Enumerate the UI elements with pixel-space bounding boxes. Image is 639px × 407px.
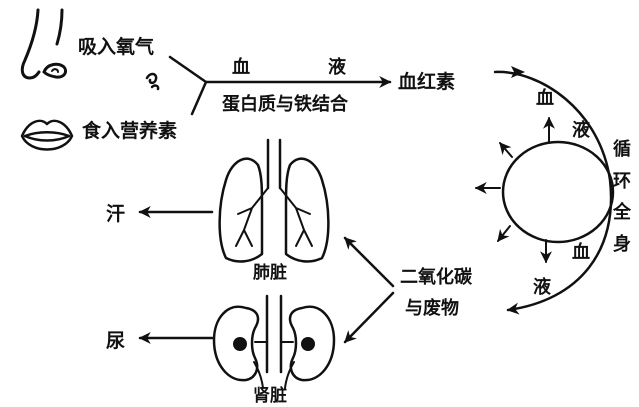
ureters (254, 362, 294, 388)
left-renal-pelvis (233, 337, 247, 351)
hemoglobin-label: 血红素 (398, 70, 455, 93)
circulation-loop (503, 142, 613, 242)
nose-icon (22, 10, 65, 78)
arc-label-blood-bottom: 血 (572, 241, 590, 263)
loop-arrow-upper-left (500, 143, 512, 157)
inhale-oxygen-label: 吸入氧气 (78, 35, 154, 58)
nutrient-connector-line (192, 82, 206, 114)
main-arrow-label-fluid: 液 (328, 56, 347, 78)
left-lung (220, 159, 262, 262)
vertical-char-4: 身 (613, 233, 631, 255)
waste-to-lungs-arrow (345, 238, 393, 286)
kidneys-label: 肾脏 (253, 385, 287, 406)
oxygen-connector-line (170, 57, 206, 82)
lungs-label: 肺脏 (253, 262, 287, 283)
right-renal-pelvis (301, 337, 315, 351)
kidneys-icon (214, 296, 334, 388)
renal-vessels (267, 296, 281, 372)
air-puff-icon (147, 74, 158, 89)
renal-pelvis-marks (233, 337, 315, 351)
circulate-whole-body-label: 循 环 全 身 (612, 138, 632, 255)
waste-label-line2: 与废物 (405, 297, 459, 319)
vertical-char-3: 全 (612, 201, 632, 223)
mouth-icon (22, 121, 72, 150)
eat-nutrients-label: 食入营养素 (82, 119, 177, 142)
main-arrow-label-blood: 血 (232, 56, 250, 78)
lungs-icon (220, 140, 329, 261)
sweat-label: 汗 (106, 203, 125, 225)
urine-label: 尿 (106, 330, 125, 352)
process-label: 蛋白质与铁结合 (222, 93, 349, 115)
vertical-char-2: 环 (613, 171, 631, 192)
arc-label-blood-top: 血 (536, 87, 554, 109)
arc-label-fluid-bottom: 液 (533, 276, 552, 298)
waste-to-kidneys-arrow (345, 293, 393, 342)
loop-arrow-lower-left (498, 226, 510, 241)
waste-label-line1: 二氧化碳 (400, 266, 473, 288)
arc-label-fluid-top: 液 (572, 119, 591, 141)
vertical-char-1: 循 (613, 138, 631, 160)
right-lung (286, 159, 328, 262)
trachea (268, 140, 280, 188)
